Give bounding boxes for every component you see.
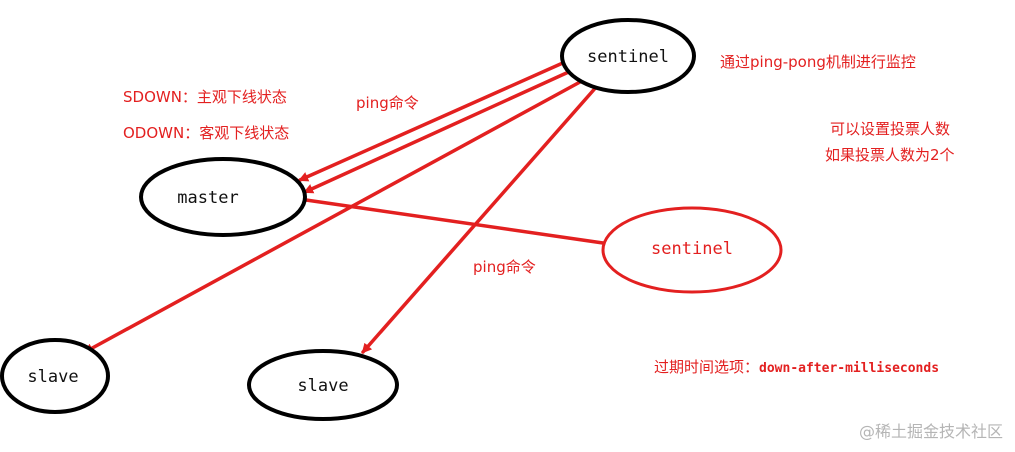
- arrow-sentinel-to-master-2: [303, 68, 575, 194]
- vote-label-line2: 如果投票人数为2个: [825, 146, 955, 164]
- monitor-label: 通过ping-pong机制进行监控: [720, 53, 916, 71]
- vote-label-line1: 可以设置投票人数: [830, 120, 950, 138]
- odown-label: ODOWN：客观下线状态: [123, 124, 289, 142]
- expire-label-prefix: 过期时间选项：: [654, 358, 759, 376]
- connectors: [83, 60, 605, 354]
- ping-label-mid: ping命令: [473, 258, 536, 276]
- sentinel-main-label: sentinel: [587, 47, 669, 67]
- arrow-sentinel-to-slave-left: [83, 80, 582, 354]
- arrow-sentinel-to-master-1: [298, 60, 567, 182]
- watermark: @稀土掘金技术社区: [858, 422, 1003, 441]
- slave-right-label: slave: [297, 376, 348, 396]
- expire-label: 过期时间选项：down-after-milliseconds: [654, 358, 939, 376]
- node-sentinel-second: sentinel: [601, 206, 783, 294]
- node-master: master: [139, 157, 307, 237]
- node-slave-left: slave: [0, 338, 110, 414]
- line-master-to-sentinel-second: [304, 198, 605, 245]
- master-label: master: [177, 188, 238, 208]
- slave-left-label: slave: [27, 367, 78, 387]
- node-sentinel-main: sentinel: [560, 18, 696, 94]
- node-slave-right: slave: [247, 349, 399, 421]
- expire-label-option: down-after-milliseconds: [759, 361, 939, 376]
- sentinel-second-label: sentinel: [651, 239, 733, 259]
- ping-label-top: ping命令: [356, 94, 419, 112]
- arrow-sentinel-to-slave-right: [361, 83, 600, 354]
- sdown-label: SDOWN：主观下线状态: [123, 88, 287, 106]
